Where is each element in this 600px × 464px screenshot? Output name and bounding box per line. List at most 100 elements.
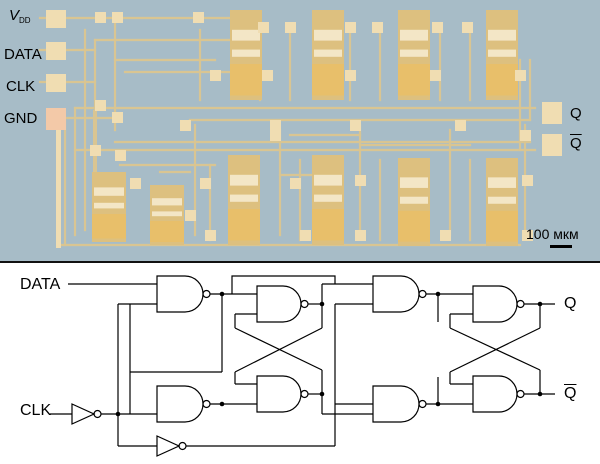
gate-strip <box>152 211 182 217</box>
gate-strip <box>152 198 182 206</box>
active-region <box>312 64 344 96</box>
gnd-rail <box>56 118 61 248</box>
gate-strip <box>94 202 124 209</box>
gate-strip <box>314 29 342 41</box>
via-pad <box>522 230 533 241</box>
nand-gate <box>472 285 518 323</box>
gate-strip <box>488 196 516 204</box>
active-region <box>312 209 344 241</box>
gate-strip <box>488 177 516 188</box>
nand-gate <box>156 385 204 423</box>
gate-strip <box>400 196 428 204</box>
via-pad <box>440 230 451 241</box>
active-region <box>228 209 260 241</box>
active-region <box>398 210 430 242</box>
active-region <box>150 221 184 242</box>
active-region <box>230 64 262 96</box>
schematic-label-clk: CLK <box>20 402 52 419</box>
via-pad <box>112 112 123 123</box>
via-pad <box>115 150 126 161</box>
pin-label-gnd: GND <box>4 110 38 127</box>
bond-pad-qbar <box>542 134 562 156</box>
via-pad <box>193 12 204 23</box>
inverter <box>156 435 181 457</box>
via-pad <box>462 22 473 33</box>
wire <box>234 327 323 373</box>
active-region <box>398 64 430 96</box>
pin-label-data: DATA <box>4 46 42 63</box>
gate-strip <box>314 174 342 186</box>
pin-label-vdd: VDD <box>9 7 31 26</box>
wire <box>449 327 541 373</box>
inverting-bubble <box>516 299 525 309</box>
via-pad <box>90 145 101 156</box>
via-pad <box>112 12 123 23</box>
gate-strip <box>230 174 258 186</box>
via-pad <box>270 130 281 141</box>
active-region <box>92 214 126 239</box>
bond-pad-data <box>46 42 66 60</box>
via-pad <box>130 178 141 189</box>
schematic-label-q: Q <box>564 295 577 312</box>
gate-strip <box>314 194 342 202</box>
bond-pad-gnd <box>46 108 66 130</box>
micrograph <box>0 0 600 262</box>
pin-label-qbar: Q <box>570 135 582 152</box>
via-pad <box>258 22 269 33</box>
panel-separator <box>0 261 600 263</box>
inverting-bubble <box>300 389 309 399</box>
active-region <box>486 210 518 242</box>
inverting-bubble <box>202 399 211 409</box>
nand-gate <box>256 285 302 323</box>
schematic <box>50 275 555 457</box>
via-pad <box>345 22 356 33</box>
gate-strip <box>400 49 428 57</box>
nand-gate <box>372 275 420 313</box>
inverting-bubble <box>516 389 525 399</box>
gate-strip <box>488 49 516 57</box>
micrograph-circuit <box>38 10 572 248</box>
via-pad <box>185 210 196 221</box>
via-pad <box>520 130 531 141</box>
wire <box>449 327 541 371</box>
gate-strip <box>232 49 260 57</box>
gate-strip <box>488 29 516 41</box>
via-pad <box>372 22 383 33</box>
via-pad <box>270 120 281 131</box>
via-pad <box>200 178 211 189</box>
schematic-label-qbar: Q <box>564 385 577 402</box>
nand-gate <box>256 375 302 413</box>
via-pad <box>95 100 106 111</box>
gate-strip <box>230 194 258 202</box>
inverting-bubble <box>300 299 309 309</box>
junction-dot <box>219 401 225 407</box>
via-pad <box>290 178 301 189</box>
via-pad <box>355 175 366 186</box>
schematic-label-data: DATA <box>20 276 61 293</box>
wire <box>234 327 323 371</box>
gate-strip <box>400 177 428 188</box>
via-pad <box>355 230 366 241</box>
via-pad <box>300 230 311 241</box>
scale-bar <box>550 245 572 248</box>
via-pad <box>345 70 356 81</box>
gate-strip <box>94 187 124 196</box>
via-pad <box>205 230 216 241</box>
gate-strip <box>314 49 342 57</box>
via-pad <box>430 70 441 81</box>
inverting-bubble <box>418 289 427 299</box>
via-pad <box>515 70 526 81</box>
via-pad <box>262 70 273 81</box>
bond-pad-clk <box>46 74 66 92</box>
via-pad <box>455 120 466 131</box>
nand-gate <box>156 275 204 313</box>
via-pad <box>210 70 221 81</box>
inverter <box>71 403 96 425</box>
wire <box>231 275 336 294</box>
via-pad <box>350 120 361 131</box>
gate-strip <box>232 29 260 41</box>
via-pad <box>522 175 533 186</box>
via-pad <box>180 120 191 131</box>
gate-strip <box>400 29 428 41</box>
pin-label-clk: CLK <box>6 78 36 95</box>
